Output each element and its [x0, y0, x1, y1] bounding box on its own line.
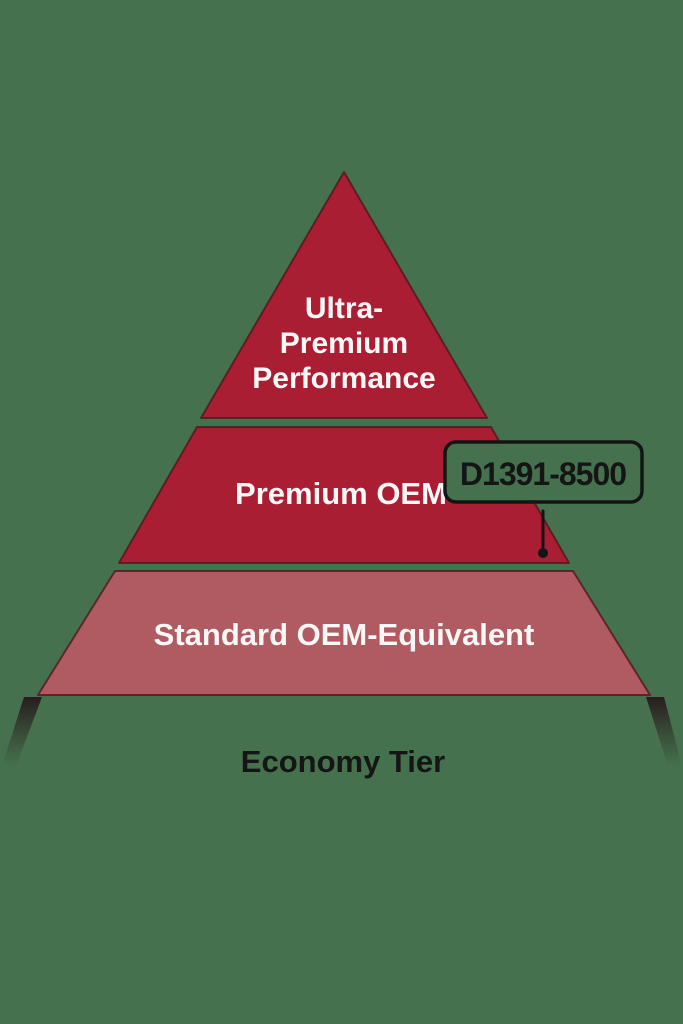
- tier-standard-oem-shape: [37, 570, 651, 696]
- part-number-label: D1391-8500: [460, 456, 626, 492]
- tier-ultra-premium-label-line-1: Ultra-: [305, 292, 383, 325]
- callout-pointer-dot: [538, 548, 548, 558]
- tier-ultra-premium-shape: [200, 171, 488, 419]
- tier-ultra-premium-label-line-3: Performance: [252, 362, 435, 395]
- economy-tier-right-edge-smudge: [646, 697, 682, 766]
- part-number-callout-box: [443, 440, 644, 504]
- tier-premium-oem-label: Premium OEM: [235, 476, 447, 511]
- economy-tier-left-edge-smudge: [2, 697, 42, 766]
- tier-ultra-premium-label-line-2: Premium: [280, 327, 408, 360]
- tier-standard-oem-label: Standard OEM-Equivalent: [154, 617, 535, 652]
- economy-tier-label: Economy Tier: [241, 744, 445, 779]
